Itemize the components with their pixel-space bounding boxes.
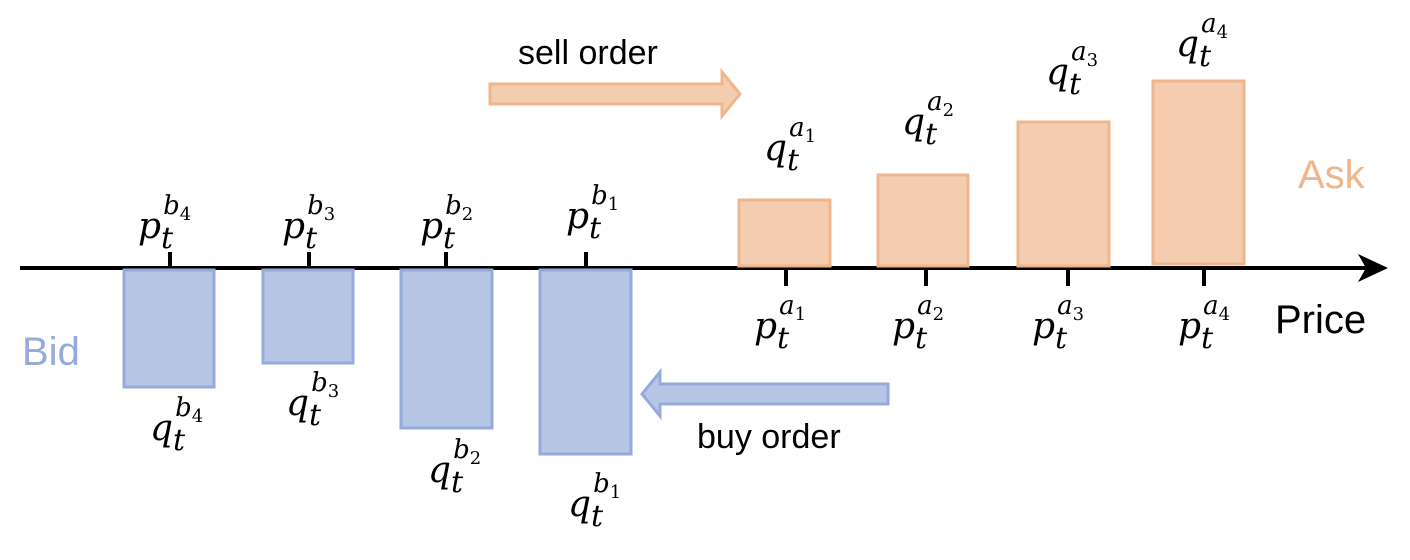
ask-bar-1: [737, 198, 832, 268]
ask-price-label-2: pta2: [892, 291, 944, 356]
sell-order-arrow: sell order: [488, 34, 742, 121]
buy-order-arrow: buy order: [640, 367, 890, 456]
sell-arrow-shape: [488, 67, 742, 121]
bid-label: Bid: [22, 330, 80, 374]
ask-levels: qta1 pta1 qta2 pta2 qta3 pta3 qta4 pta4: [737, 9, 1246, 356]
ask-quantity-label-4: qta4: [1176, 9, 1228, 74]
ask-bar-4: [1151, 79, 1246, 266]
ask-level-2: qta2 pta2: [876, 87, 970, 356]
sell-order-label: sell order: [518, 34, 658, 72]
bid-price-label-3: ptb3: [282, 191, 335, 256]
bid-price-label-4: ptb4: [138, 191, 191, 256]
bid-bar-3: [261, 268, 355, 365]
price-axis-arrowhead: [1358, 254, 1388, 282]
bid-price-label-1: ptb1: [566, 181, 619, 246]
price-axis-label: Price: [1275, 298, 1366, 342]
ask-level-4: qta4 pta4: [1151, 9, 1246, 356]
bid-price-label-2: ptb2: [420, 191, 473, 256]
bid-level-2: ptb2 qtb2: [399, 191, 494, 500]
bid-bar-2: [399, 268, 494, 430]
bid-level-1: ptb1 qtb1: [538, 181, 633, 534]
ask-bar-3: [1016, 120, 1111, 268]
bid-quantity-label-1: qtb1: [568, 469, 621, 534]
bid-quantity-label-4: qtb4: [150, 393, 203, 458]
ask-price-label-1: pta1: [754, 291, 806, 356]
buy-order-label: buy order: [697, 418, 841, 456]
bid-level-3: ptb3 qtb3: [261, 191, 355, 433]
ask-quantity-label-2: qta2: [902, 87, 954, 152]
bid-quantity-label-3: qtb3: [286, 368, 339, 433]
buy-arrow-shape: [640, 367, 890, 421]
ask-level-1: qta1 pta1: [737, 113, 832, 356]
bid-bar-4: [122, 268, 216, 389]
ask-price-label-4: pta4: [1178, 291, 1230, 356]
bid-level-4: ptb4 qtb4: [122, 191, 216, 458]
ask-quantity-label-1: qta1: [764, 113, 816, 178]
ask-price-label-3: pta3: [1032, 291, 1084, 356]
bid-quantity-label-2: qtb2: [428, 435, 481, 500]
bid-levels: ptb4 qtb4 ptb3 qtb3 ptb2 qtb2 ptb1 qtb1: [122, 181, 633, 534]
ask-label: Ask: [1298, 153, 1366, 197]
ask-bar-2: [876, 173, 970, 268]
ask-quantity-label-3: qta3: [1046, 37, 1098, 102]
bid-bar-1: [538, 268, 633, 456]
ask-level-3: qta3 pta3: [1016, 37, 1111, 356]
